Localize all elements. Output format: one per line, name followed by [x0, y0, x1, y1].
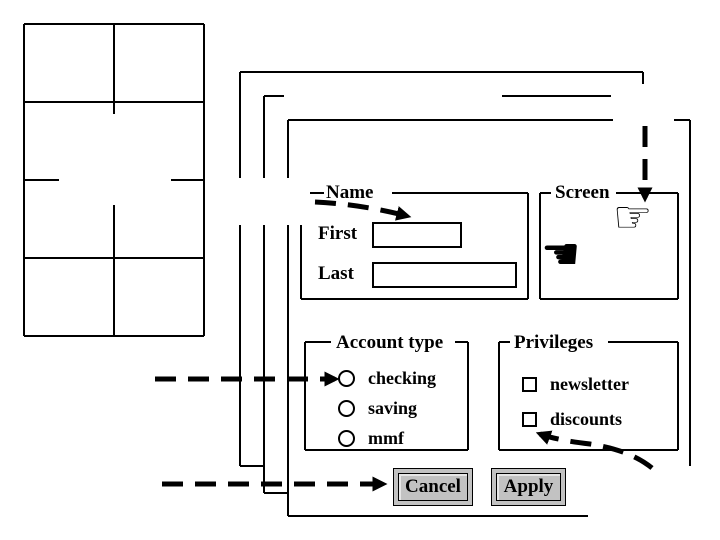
last-name-input[interactable]: [372, 262, 517, 288]
name-groupbox-border: [300, 192, 529, 300]
checkbox-option-label: discounts: [550, 409, 623, 429]
window-frame-middle: [263, 95, 611, 494]
checkbox-option-newsletter[interactable]: newsletter: [522, 375, 629, 393]
first-name-input[interactable]: [372, 222, 462, 248]
table-grid-sketch: [23, 23, 205, 337]
window-frame-back: [239, 71, 644, 467]
cancel-button[interactable]: Cancel: [393, 468, 473, 506]
checkbox-icon[interactable]: [522, 411, 537, 427]
last-name-label: Last: [318, 263, 354, 284]
radio-option-label: mmf: [368, 428, 404, 448]
radio-option-label: checking: [368, 368, 437, 388]
apply-button[interactable]: Apply: [491, 468, 566, 506]
checkbox-option-discounts[interactable]: discounts: [522, 410, 622, 428]
white-pointing-hand-icon: ☞: [613, 192, 653, 243]
radio-option-mmf[interactable]: mmf: [338, 429, 404, 447]
checkbox-option-label: newsletter: [550, 374, 629, 394]
radio-icon[interactable]: [338, 429, 355, 447]
radio-option-label: saving: [368, 398, 418, 418]
checkbox-icon[interactable]: [522, 376, 537, 392]
account-type-group-label: Account type: [336, 332, 444, 353]
radio-icon[interactable]: [338, 399, 355, 417]
privileges-group-label: Privileges: [514, 332, 594, 353]
window-frame-front: [287, 119, 691, 517]
black-pointing-hand-icon: ☚: [541, 229, 581, 280]
privileges-groupbox-border: [498, 341, 679, 451]
annotation-arrows: [155, 126, 654, 492]
radio-icon[interactable]: [338, 369, 355, 387]
account-type-groupbox-border: [304, 341, 469, 451]
name-group-label: Name: [326, 182, 374, 203]
arrow-to-discounts-checkbox: [535, 430, 654, 470]
screen-group-label: Screen: [555, 182, 610, 203]
first-name-label: First: [318, 223, 358, 244]
arrow-name-to-first-field: [314, 199, 412, 221]
radio-option-saving[interactable]: saving: [338, 399, 417, 417]
radio-option-checking[interactable]: checking: [338, 369, 436, 387]
